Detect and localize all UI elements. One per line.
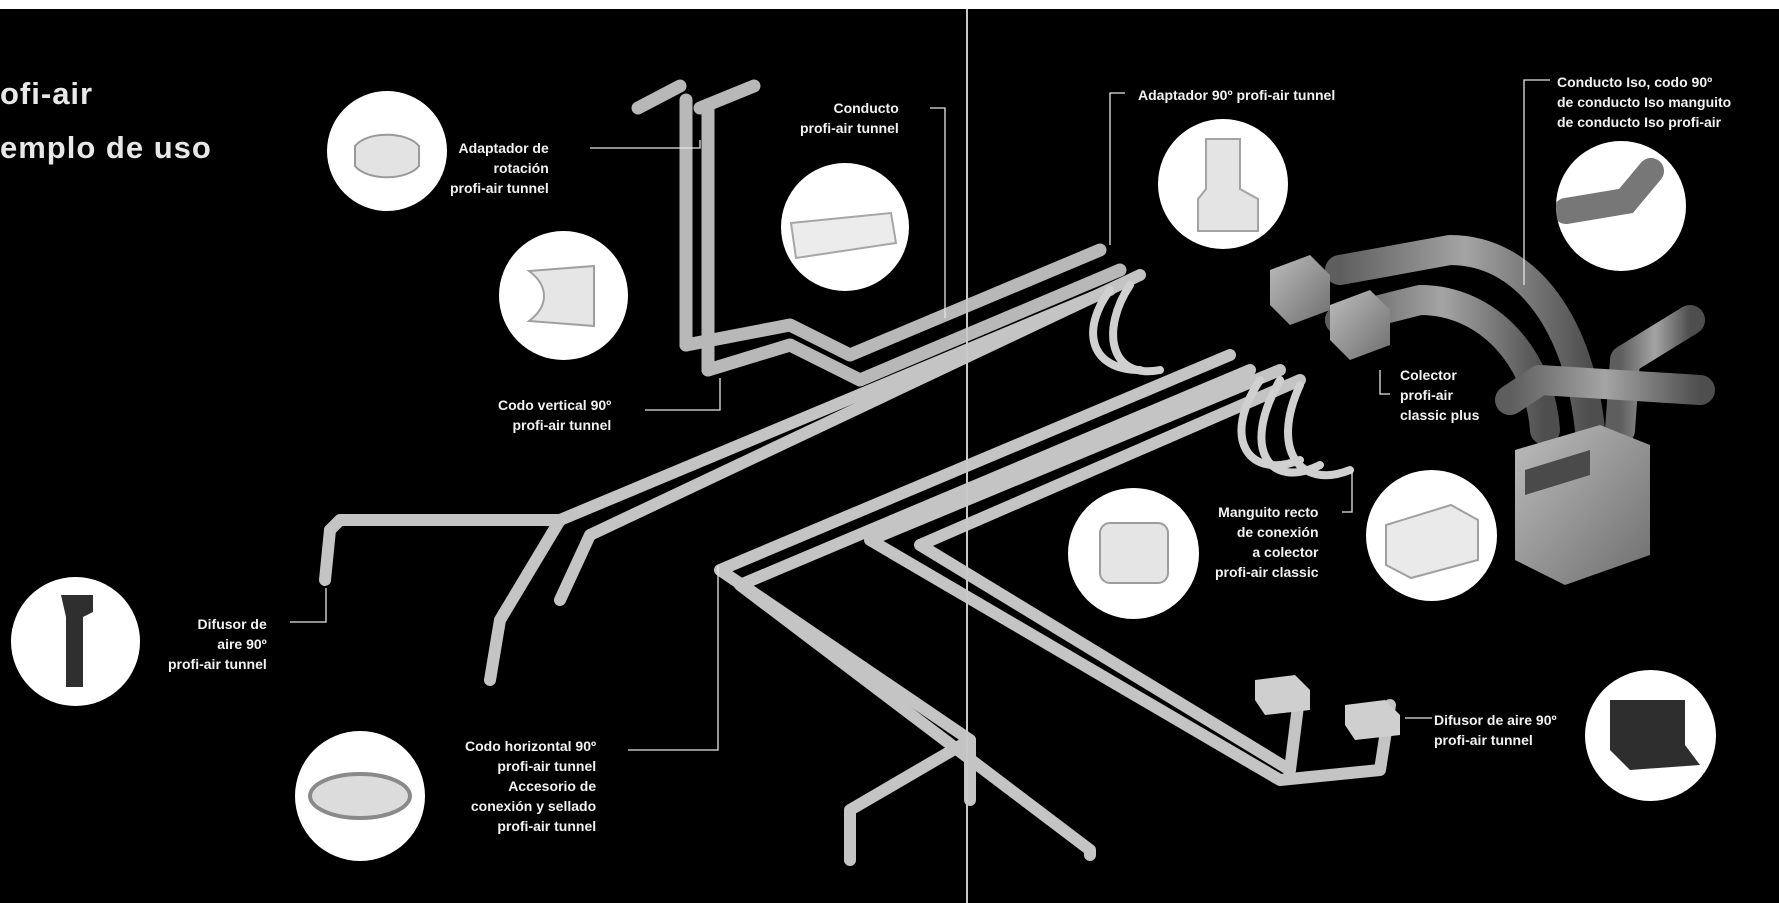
rotation-adapter-photo xyxy=(327,91,447,211)
horizontal-elbow-photo xyxy=(295,731,425,861)
page-divider xyxy=(966,9,968,903)
vertical-elbow-photo xyxy=(499,231,628,360)
diffuser-right-photo xyxy=(1585,670,1716,801)
ventilation-unit xyxy=(1515,425,1650,585)
label-adapter-90: Adaptador 90º profi-air tunnel xyxy=(1138,85,1335,105)
collector-photo xyxy=(1366,470,1497,601)
diffuser-left-photo xyxy=(11,577,140,706)
floor-diffusers xyxy=(1255,675,1400,740)
page-title-line1: ofi-air xyxy=(0,76,93,112)
duct-tunnel-photo xyxy=(781,163,909,291)
adapter-90-photo xyxy=(1158,119,1288,249)
iso-ducts xyxy=(1340,250,1700,430)
straight-connector-photo xyxy=(1068,488,1199,619)
iso-duct-photo xyxy=(1556,141,1686,271)
page-title-line2: emplo de uso xyxy=(0,130,212,166)
